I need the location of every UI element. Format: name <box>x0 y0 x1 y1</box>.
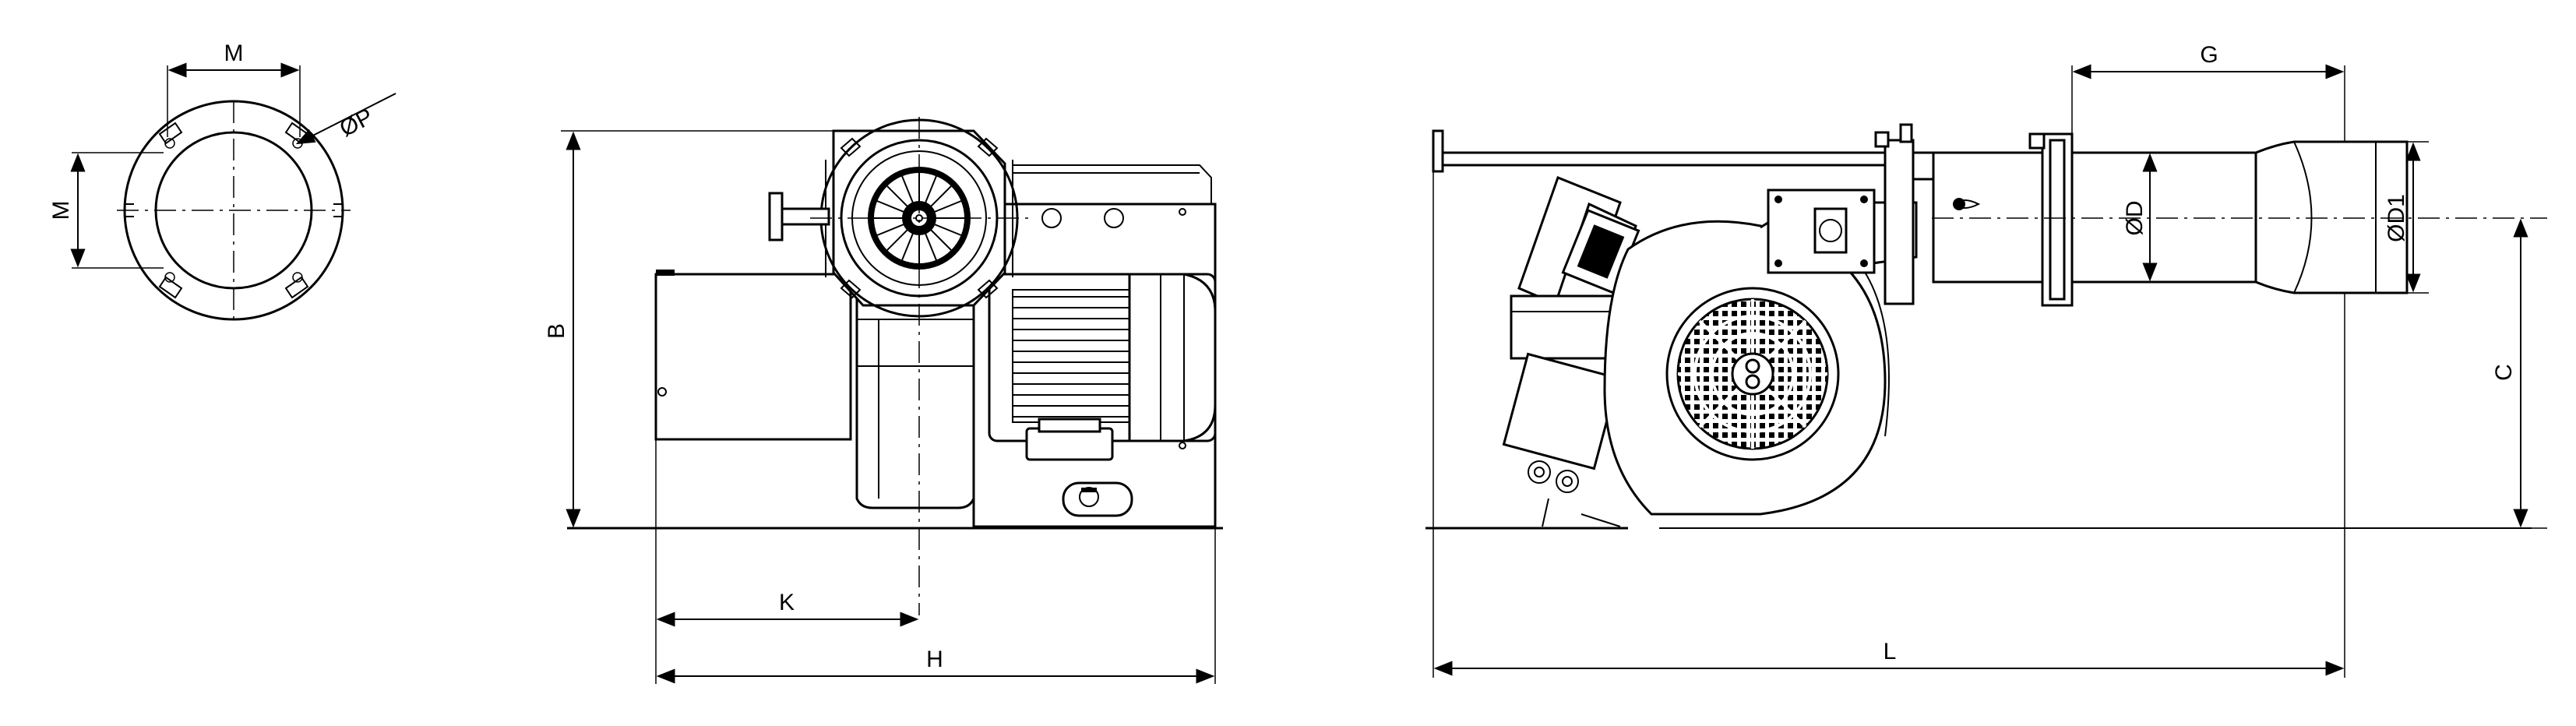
dimension-label-d: ØD <box>2122 201 2148 236</box>
dimension-label-h: H <box>926 647 943 672</box>
side-view: B K H <box>544 117 1223 684</box>
dimension-label-k: K <box>779 590 795 615</box>
dimension-label-g: G <box>2200 42 2218 68</box>
dimension-label-l: L <box>1884 639 1897 664</box>
dimension-label-c: C <box>2491 364 2517 381</box>
dimension-label-d1: ØD1 <box>2384 194 2409 242</box>
dimension-label-m-top: M <box>224 41 244 66</box>
dimension-label-m-side: M <box>48 201 74 220</box>
dimension-label-b: B <box>544 323 569 339</box>
lateral-view: ØD ØD1 G C L <box>1425 42 2547 678</box>
flange-view: M M ØP <box>48 41 396 321</box>
dimension-label-p: ØP <box>336 104 378 142</box>
